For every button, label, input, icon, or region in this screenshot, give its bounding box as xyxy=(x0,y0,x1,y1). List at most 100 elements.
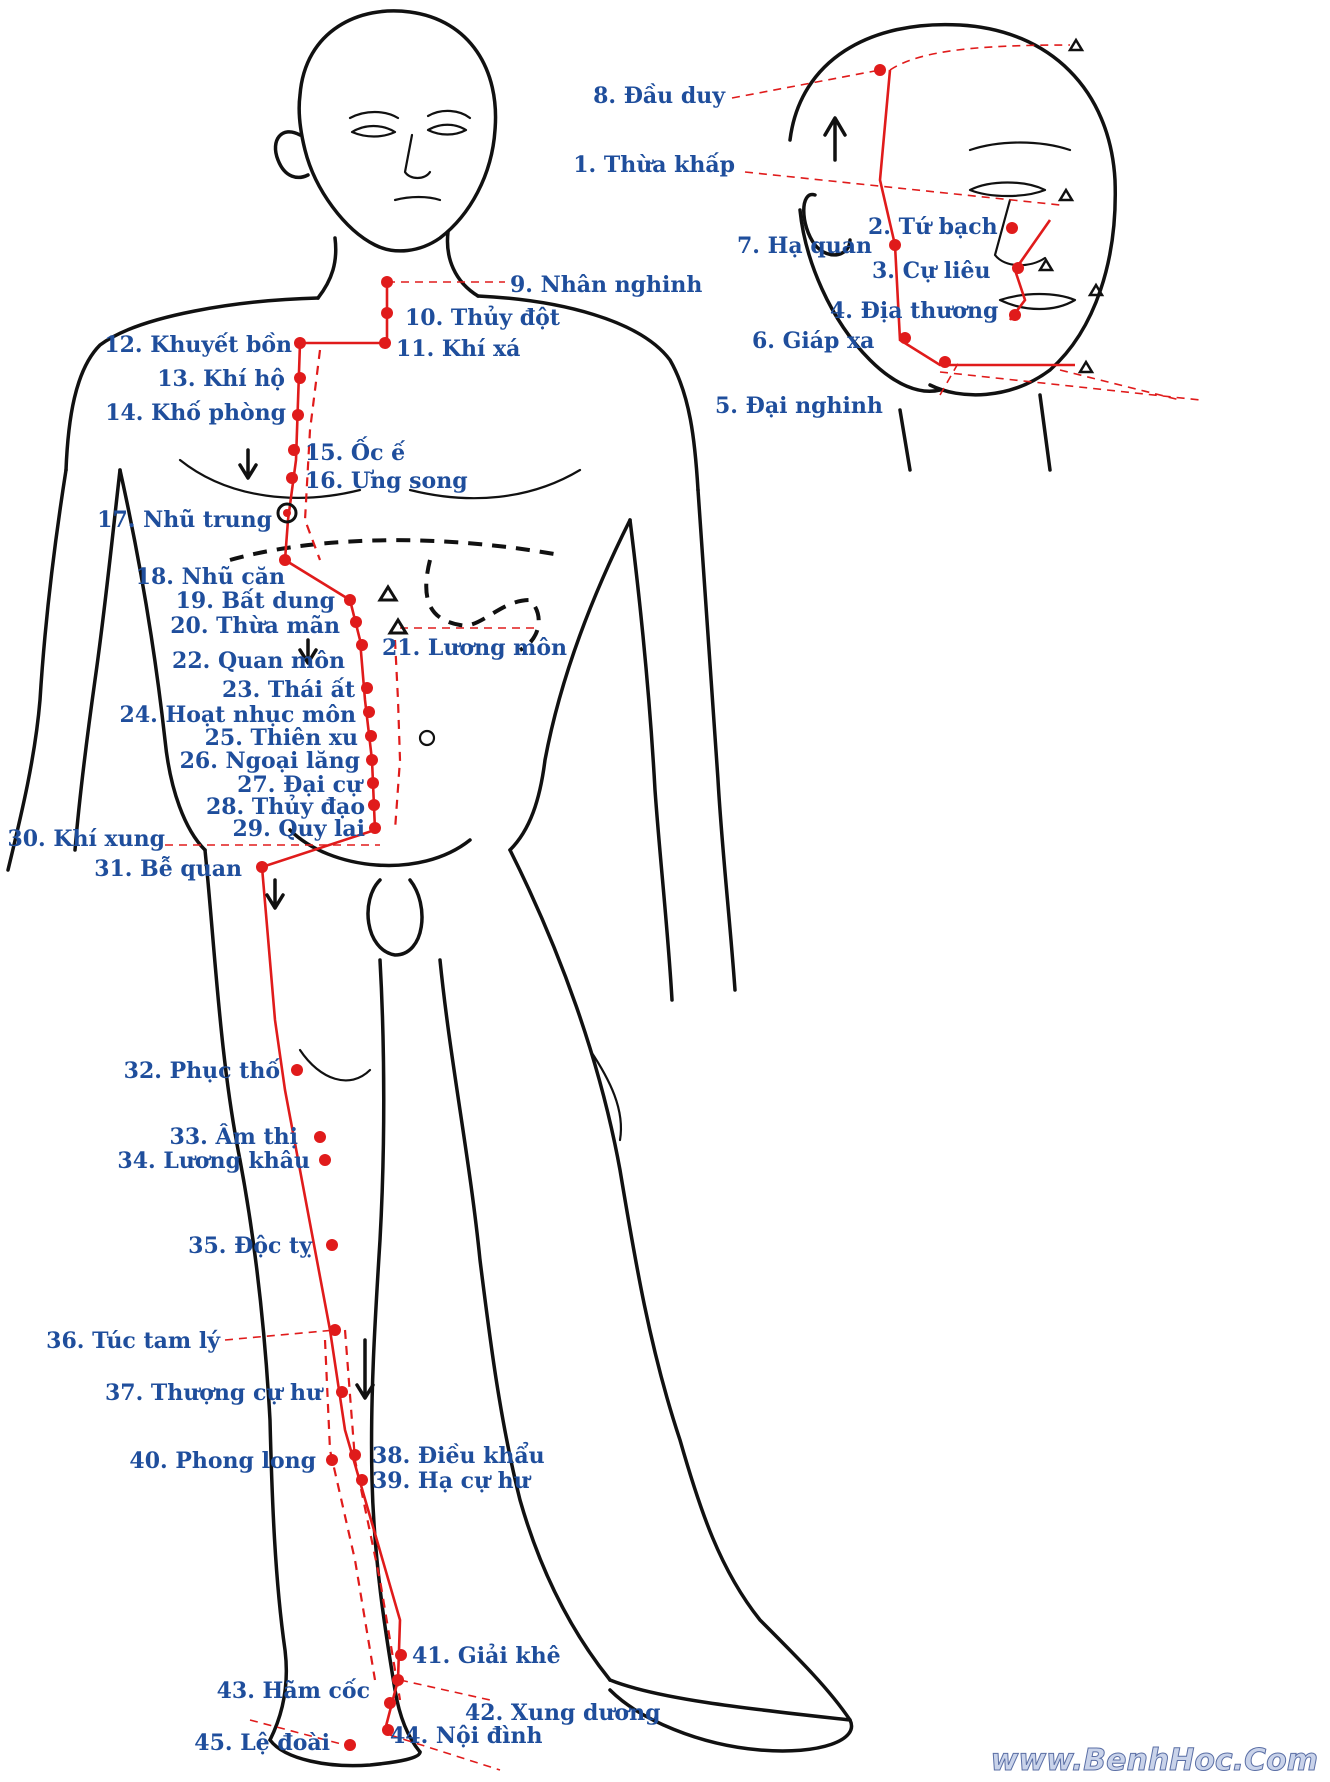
point-dot xyxy=(356,639,368,651)
stomach-meridian xyxy=(165,64,1200,1770)
flow-arrow xyxy=(267,880,283,908)
neck-left xyxy=(318,238,336,298)
label-p19: 19. Bất dung xyxy=(176,588,335,614)
neck-right xyxy=(447,232,478,296)
meridian-neck xyxy=(262,282,400,1730)
label-p30: 30. Khí xung xyxy=(7,826,165,852)
left-arm-outer xyxy=(8,470,66,870)
right-leg-outer xyxy=(510,850,850,1720)
label-p23: 23. Thái ất xyxy=(222,677,356,703)
label-p32: 32. Phục thố xyxy=(124,1058,281,1084)
label-p16: 16. Ưng song xyxy=(305,468,468,494)
triangle-marker xyxy=(1040,260,1052,270)
point-dot xyxy=(366,754,378,766)
left-leg-outer xyxy=(205,850,286,1740)
label-p38: 38. Điều khẩu xyxy=(372,1441,545,1469)
inset-brow xyxy=(970,143,1070,151)
mouth xyxy=(395,197,440,200)
inset-mouth xyxy=(1000,294,1075,309)
label-p22: 22. Quan môn xyxy=(172,648,345,674)
point-dot xyxy=(379,337,391,349)
label-p14: 14. Khố phòng xyxy=(105,400,286,426)
point-dot xyxy=(381,307,393,319)
label-p31: 31. Bễ quan xyxy=(94,855,242,882)
point-dot xyxy=(392,1674,404,1686)
label-p34: 34. Lương khâu xyxy=(117,1148,310,1174)
right-arm-outer xyxy=(698,490,735,990)
point-dot xyxy=(350,616,362,628)
label-p45: 45. Lệ đoài xyxy=(194,1730,330,1756)
flow-arrow xyxy=(240,450,256,478)
leader-p1 xyxy=(745,172,1060,205)
point-dot xyxy=(283,509,291,517)
nose xyxy=(405,135,430,178)
watermark: www.BenhHoc.Com xyxy=(991,1743,1318,1778)
label-p35: 35. Độc tỵ xyxy=(188,1233,313,1259)
label-p29: 29. Quy lai xyxy=(232,816,365,842)
point-dot xyxy=(314,1131,326,1143)
label-p5: 5. Đại nghinh xyxy=(715,393,883,419)
label-p37: 37. Thượng cự hư xyxy=(105,1380,324,1406)
triangle-marker xyxy=(1060,190,1072,200)
point-dot xyxy=(381,276,393,288)
label-p12: 12. Khuyết bồn xyxy=(104,332,292,358)
point-dot xyxy=(361,682,373,694)
point-dot xyxy=(368,799,380,811)
label-p17: 17. Nhũ trung xyxy=(97,507,272,533)
point-dot xyxy=(294,337,306,349)
label-p36: 36. Túc tam lý xyxy=(46,1328,221,1354)
label-p6: 6. Giáp xa xyxy=(752,328,874,354)
eye-left xyxy=(352,126,395,137)
label-p40: 40. Phong long xyxy=(129,1448,316,1474)
genital xyxy=(368,880,422,955)
label-p1: 1. Thừa khấp xyxy=(573,152,735,178)
point-dot xyxy=(288,444,300,456)
point-dot xyxy=(349,1449,361,1461)
point-labels: 1. Thừa khấp 2. Tứ bạch 3. Cự liêu 4. Đị… xyxy=(7,83,998,1756)
triangle-marker xyxy=(380,587,396,600)
label-p9: 9. Nhân nghinh xyxy=(510,272,702,298)
label-p41: 41. Giải khê xyxy=(412,1643,561,1669)
point-dot xyxy=(294,372,306,384)
navel xyxy=(420,731,434,745)
leader-p36 xyxy=(225,1330,335,1340)
label-p13: 13. Khí hộ xyxy=(157,366,285,392)
label-p44: 44. Nội đình xyxy=(390,1723,542,1749)
label-p4: 4. Địa thương xyxy=(830,298,998,324)
left-leg-inner xyxy=(372,960,420,1752)
leader-p42 xyxy=(400,1680,490,1700)
label-p18: 18. Nhũ căn xyxy=(136,564,285,590)
label-p8: 8. Đầu duy xyxy=(593,83,726,109)
point-dot xyxy=(291,1064,303,1076)
point-dot xyxy=(319,1154,331,1166)
label-p33: 33. Âm thị xyxy=(170,1123,298,1150)
point-dot xyxy=(292,409,304,421)
point-dot xyxy=(369,822,381,834)
point-dot xyxy=(1006,222,1018,234)
point-dot xyxy=(889,239,901,251)
point-dot xyxy=(256,861,268,873)
label-p3: 3. Cự liêu xyxy=(872,258,991,284)
label-p10: 10. Thủy đột xyxy=(405,305,561,331)
left-knee xyxy=(300,1050,370,1080)
right-leg-inner xyxy=(440,960,610,1680)
diaphragm-dashed xyxy=(230,540,560,560)
inset-eye xyxy=(970,183,1045,197)
point-dot xyxy=(395,1649,407,1661)
label-p11: 11. Khí xá xyxy=(396,336,520,362)
point-dot xyxy=(356,1474,368,1486)
point-dot xyxy=(939,356,951,368)
point-dot xyxy=(326,1239,338,1251)
point-dot xyxy=(1009,309,1021,321)
point-dot xyxy=(336,1386,348,1398)
triangle-marker xyxy=(1080,362,1092,372)
inset-neck xyxy=(900,395,1050,470)
point-dot xyxy=(367,777,379,789)
inset-nose xyxy=(995,200,1045,265)
inset-arrow xyxy=(825,118,845,160)
eye-right xyxy=(428,125,466,135)
label-p26: 26. Ngoại lăng xyxy=(180,748,360,774)
point-dot xyxy=(326,1454,338,1466)
